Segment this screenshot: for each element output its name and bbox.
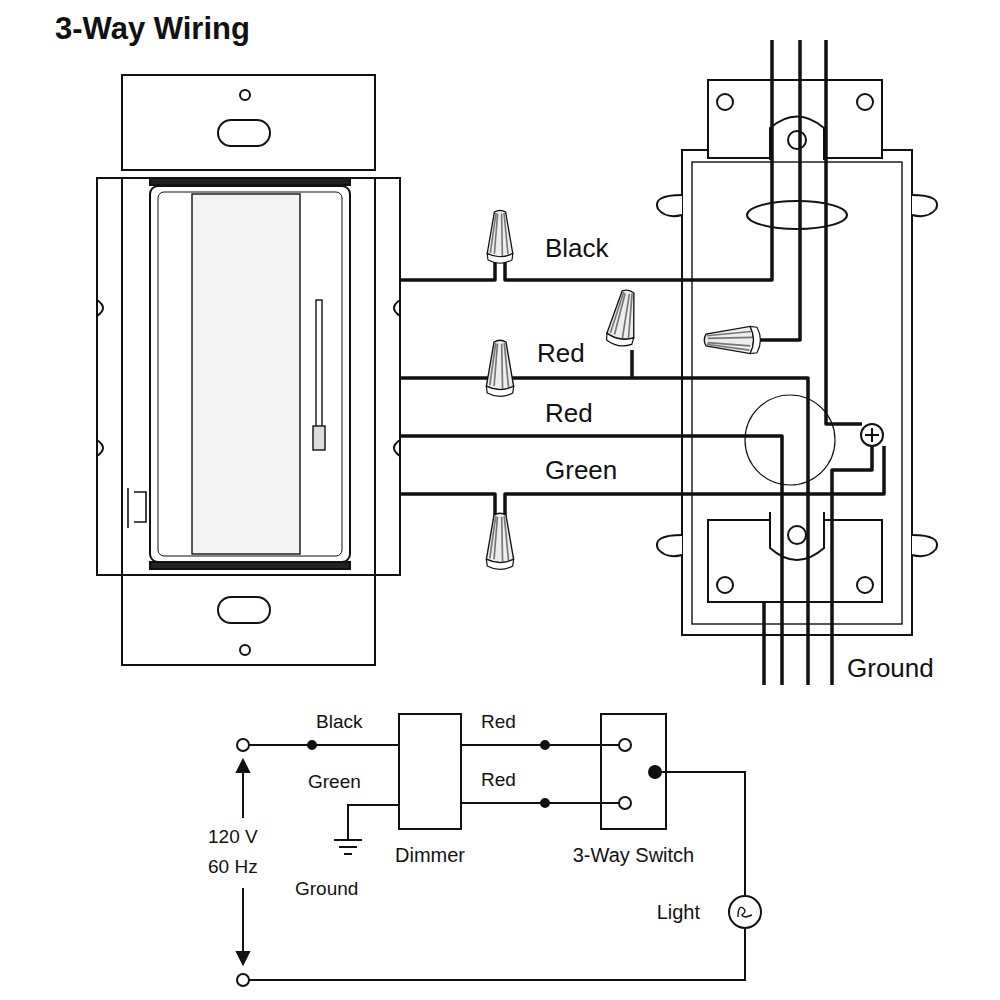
clamp-screw xyxy=(788,131,806,149)
body-edge xyxy=(374,178,376,575)
switch-terminal xyxy=(619,739,631,751)
schematic xyxy=(237,739,745,986)
paddle xyxy=(192,194,300,554)
red-wire xyxy=(400,378,808,685)
slider-knob xyxy=(313,426,325,450)
paddle-frame xyxy=(150,186,350,562)
mounting-tab xyxy=(122,75,375,170)
dimmer-box: Dimmer xyxy=(398,713,462,830)
wire xyxy=(667,772,745,895)
screw-hole xyxy=(717,94,733,110)
wire-label: 120 V xyxy=(208,826,258,849)
electrical-box xyxy=(657,80,937,635)
ground-screw xyxy=(861,424,883,446)
cable-clamp xyxy=(770,117,824,161)
wire-label: Ground xyxy=(847,653,934,684)
wire-label: Red xyxy=(545,398,593,429)
green-wire xyxy=(400,494,495,530)
box-inner xyxy=(692,162,902,624)
wire-label: Red xyxy=(481,769,516,792)
junction-dot xyxy=(308,741,316,749)
wire-label: 60 Hz xyxy=(208,856,258,879)
black-wire xyxy=(400,262,495,280)
green-wire xyxy=(505,446,884,530)
mounting-tab xyxy=(122,575,375,665)
house-wires xyxy=(400,40,884,685)
paddle-shadow xyxy=(150,178,350,185)
screw-hole xyxy=(857,94,873,110)
box-ear xyxy=(708,520,882,602)
mounting-slot xyxy=(218,597,270,623)
terminal xyxy=(237,974,249,986)
wire-label: Green xyxy=(308,771,361,794)
wire-nut xyxy=(486,210,760,569)
switch-lead xyxy=(600,745,619,803)
screw-hole xyxy=(717,577,733,593)
red-wire xyxy=(630,350,634,378)
black-wire xyxy=(505,40,772,280)
screw-hole xyxy=(240,645,250,655)
box-tab xyxy=(657,195,937,556)
ground-wire xyxy=(832,446,872,685)
switch-box: 3-Way Switch xyxy=(600,713,667,830)
switch-common xyxy=(649,766,661,778)
ground-screw xyxy=(128,488,146,528)
black-wire xyxy=(249,744,398,746)
light-symbol: Light xyxy=(728,895,762,929)
knockout xyxy=(747,201,847,229)
paddle-shadow xyxy=(150,562,350,569)
lamp-circle xyxy=(729,896,761,928)
knockout xyxy=(745,395,835,485)
cable xyxy=(762,602,766,685)
wire-label: Ground xyxy=(295,878,358,901)
title: 3-Way Wiring xyxy=(55,10,250,47)
dimmer-body xyxy=(97,178,400,575)
wire-label: Black xyxy=(316,711,362,734)
ground-symbol xyxy=(334,840,362,854)
wire xyxy=(462,744,600,746)
switch-terminal xyxy=(619,797,631,809)
lamp-filament xyxy=(738,907,752,917)
wire-label: Red xyxy=(481,711,516,734)
dimmer-device xyxy=(97,75,400,665)
mounting-slot xyxy=(218,120,270,146)
component-label: Light xyxy=(657,900,700,924)
box-wire xyxy=(760,40,800,340)
component-label: Dimmer xyxy=(395,843,465,867)
paddle-frame xyxy=(158,192,342,556)
slider-track xyxy=(316,300,322,428)
screw-hole xyxy=(240,90,250,100)
wire-label: Red xyxy=(537,338,585,369)
wire xyxy=(462,802,600,804)
component-label: 3-Way Switch xyxy=(573,843,695,867)
box-body xyxy=(682,150,912,635)
lamp-outline xyxy=(728,895,762,929)
cable-clamp xyxy=(770,512,824,560)
screw-hole xyxy=(857,577,873,593)
clamp-screw xyxy=(788,526,806,544)
wire-label: Green xyxy=(545,455,617,486)
body-edge xyxy=(121,178,123,575)
wire-label: Black xyxy=(545,233,609,264)
green-wire xyxy=(348,805,398,840)
ground-wire xyxy=(826,40,862,424)
red-wire xyxy=(400,436,782,685)
neutral-wire xyxy=(249,929,745,980)
terminal xyxy=(237,739,249,751)
